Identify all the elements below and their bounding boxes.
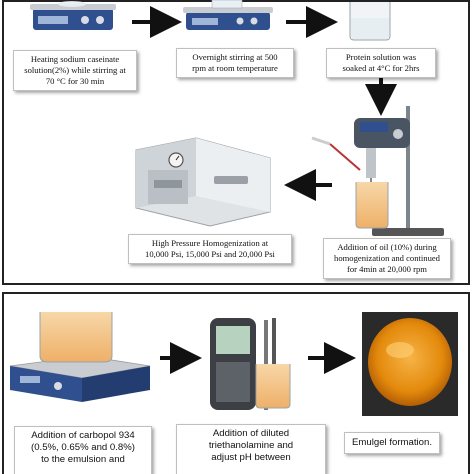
step-6-line-3: to the emulsion and (41, 454, 125, 465)
step-7-line-2: triethanolamine and (208, 440, 294, 451)
step-3-line-2: soaked at 4°C for 2hrs (342, 63, 420, 73)
magnetic-stirrer-icon (183, 0, 273, 30)
step-8-caption: Emulgel formation. (344, 432, 440, 454)
step-5-caption: High Pressure Homogenization at 10,000 P… (128, 234, 292, 264)
hot-plate-stirrer-icon (30, 1, 116, 30)
beaker-icon (349, 2, 391, 41)
step-6-line-1: Addition of carbopol 934 (31, 430, 135, 441)
step-7-caption: Addition of diluted triethanolamine and … (176, 424, 326, 474)
step-4-line-3: for 4min at 20,000 rpm (347, 264, 427, 274)
step-3-caption: Protein solution was soaked at 4°C for 2… (326, 48, 436, 78)
step-2-line-1: Overnight stirring at 500 (192, 52, 278, 62)
hot-plate-stirrer-icon (9, 312, 151, 402)
step-1-line-3: 70 °C for 30 min (45, 76, 105, 86)
step-4-caption: Addition of oil (10%) during homogenizat… (323, 238, 451, 279)
ph-meter-icon (210, 318, 291, 410)
step-8-line-1: Emulgel formation. (352, 437, 432, 448)
high-pressure-homogenizer-icon (135, 137, 271, 227)
step-1-line-1: Heating sodium caseinate (30, 54, 120, 64)
step-1-line-2: solution(2%) while stirring at (24, 65, 126, 75)
homogenizer-icon (311, 106, 444, 236)
step-2-line-2: rpm at room temperature (192, 63, 278, 73)
step-5-line-1: High Pressure Homogenization at (151, 238, 269, 248)
step-7-line-1: Addition of diluted (212, 428, 290, 439)
step-7-line-3: adjust pH between (211, 452, 291, 463)
step-6-caption: Addition of carbopol 934 (0.5%, 0.65% an… (14, 426, 152, 474)
step-2-caption: Overnight stirring at 500 rpm at room te… (176, 48, 294, 78)
emulgel-bowl-icon (362, 312, 458, 416)
step-5-line-2: 10,000 Psi, 15,000 Psi and 20,000 Psi (145, 249, 275, 259)
step-4-line-2: homogenization and continued (334, 253, 440, 263)
step-3-line-1: Protein solution was (345, 52, 417, 62)
step-6-line-2: (0.5%, 0.65% and 0.8%) (31, 442, 135, 453)
step-4-line-1: Addition of oil (10%) during (337, 242, 437, 252)
step-1-caption: Heating sodium caseinate solution(2%) wh… (13, 50, 137, 91)
